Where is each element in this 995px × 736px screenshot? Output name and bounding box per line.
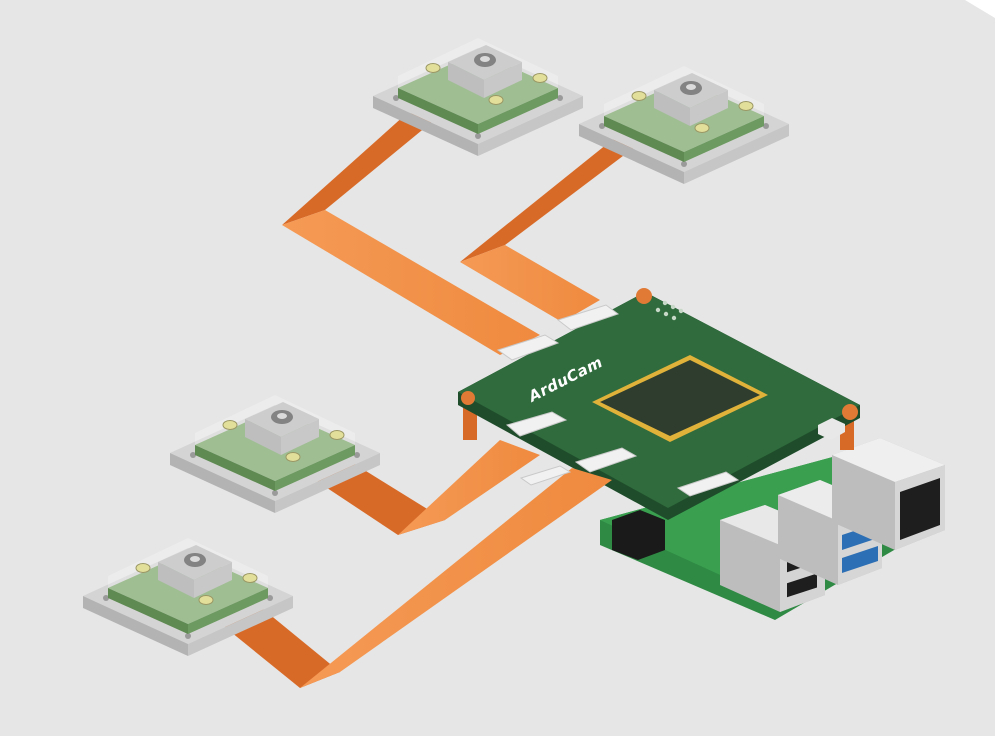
csi-connectors <box>496 304 740 497</box>
background-corner <box>965 0 995 18</box>
processor-chip <box>592 355 768 442</box>
camera-module-3 <box>170 395 380 513</box>
ribbon-cable-2 <box>460 128 660 322</box>
adapter-board: ArduCam <box>458 288 860 520</box>
camera-module-1 <box>373 38 583 156</box>
camera-module-2 <box>579 66 789 184</box>
host-board <box>600 438 945 620</box>
header-connector <box>612 510 665 560</box>
ethernet-port <box>832 438 945 550</box>
ribbon-cable-1 <box>282 103 540 355</box>
camera-module-4 <box>83 538 293 656</box>
